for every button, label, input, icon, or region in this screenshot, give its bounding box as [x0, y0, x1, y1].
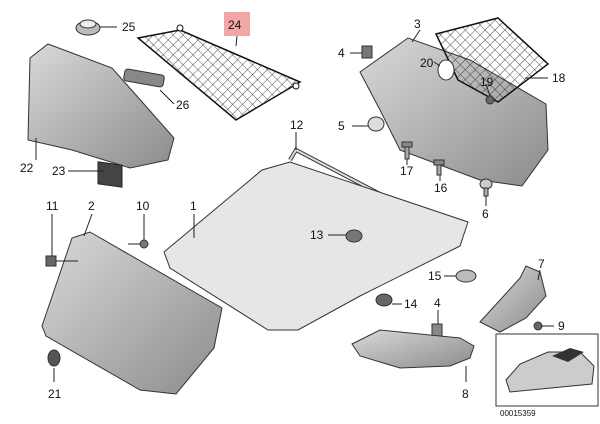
callout-17: 17 — [400, 164, 414, 178]
callout-10: 10 — [136, 199, 150, 213]
part-24-net — [136, 24, 302, 121]
callout-1: 1 — [190, 199, 197, 213]
reference-code: 00015359 — [500, 409, 536, 418]
part-25-knob — [75, 19, 101, 36]
callout-21: 21 — [48, 387, 62, 401]
callout-14: 14 — [404, 297, 418, 311]
callout-20: 20 — [420, 56, 434, 70]
highlight-box-24 — [224, 12, 250, 36]
part-26-pad — [123, 68, 165, 88]
part-5-knob — [367, 116, 385, 132]
part-16-screw — [433, 159, 445, 176]
callout-11: 11 — [46, 199, 59, 213]
inset-vehicle-reference — [495, 333, 599, 407]
callout-16: 16 — [434, 181, 448, 195]
part-13-grommet — [345, 229, 363, 243]
callout-19: 19 — [480, 75, 494, 89]
part-10-bolt — [139, 239, 149, 249]
part-2-cover-panel — [41, 231, 223, 395]
callout-5: 5 — [338, 119, 345, 133]
callout-26: 26 — [176, 98, 190, 112]
callout-23: 23 — [52, 164, 66, 178]
callout-4-upper: 4 — [338, 46, 345, 60]
part-23-speaker — [97, 161, 123, 188]
part-11-clip — [45, 255, 57, 267]
part-20-cap — [437, 59, 455, 81]
callout-12: 12 — [290, 118, 304, 132]
part-4-clip-upper — [361, 45, 373, 59]
part-8-trim-strip — [351, 329, 475, 369]
part-9-screw — [533, 321, 543, 331]
callout-9: 9 — [558, 319, 565, 333]
part-15-cap — [455, 269, 477, 283]
part-4-clip-lower — [431, 323, 443, 337]
callout-24: 24 — [228, 18, 242, 32]
callout-8: 8 — [462, 387, 469, 401]
part-14-grommet — [375, 293, 393, 307]
callout-6: 6 — [482, 207, 489, 221]
callout-15: 15 — [428, 269, 442, 283]
part-18-net — [434, 17, 550, 103]
part-22-side-trim — [27, 43, 175, 169]
part-1-floor-panel — [163, 161, 469, 331]
callout-3: 3 — [414, 17, 421, 31]
part-21-clip — [47, 349, 61, 367]
callout-4-lower: 4 — [434, 296, 441, 310]
part-7-bracket — [479, 265, 547, 333]
part-6-knob — [479, 178, 493, 197]
callout-25: 25 — [122, 20, 136, 34]
callout-7: 7 — [538, 257, 545, 271]
callout-22: 22 — [20, 161, 34, 175]
callout-13: 13 — [310, 228, 324, 242]
callout-2: 2 — [88, 199, 95, 213]
part-19-screw — [485, 95, 495, 105]
callout-18: 18 — [552, 71, 566, 85]
